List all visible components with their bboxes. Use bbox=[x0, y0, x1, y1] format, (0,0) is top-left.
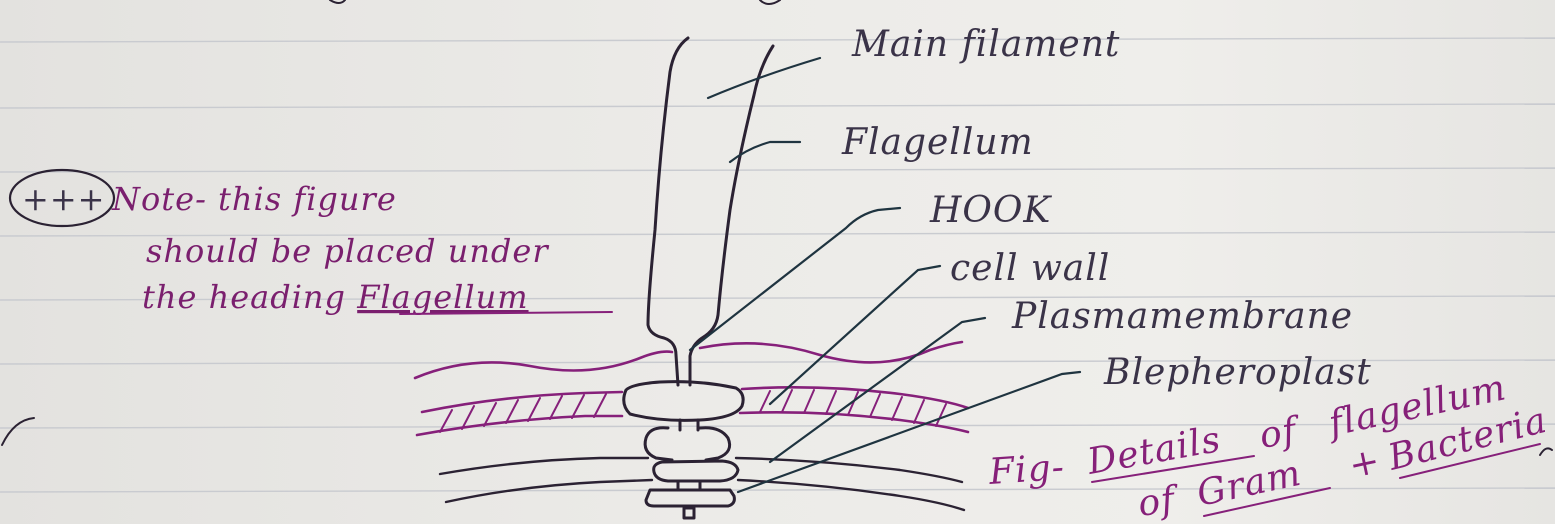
caption-of-1: of bbox=[1256, 409, 1304, 457]
cell-wall-bottom-edge bbox=[417, 412, 968, 435]
cell-wall-band bbox=[417, 387, 968, 435]
stray-mark-top bbox=[330, 0, 780, 4]
plasma-membrane bbox=[440, 458, 964, 510]
label-hook: HOOK bbox=[929, 190, 1052, 231]
basal-upper-ring bbox=[624, 382, 743, 421]
cell-wall-top-edge bbox=[422, 387, 968, 412]
basal-bottom-plate bbox=[646, 490, 734, 506]
caption-of-2: of bbox=[1136, 479, 1183, 524]
label-blepharoplast: Blepheroplast bbox=[1103, 352, 1372, 393]
basal-end-square bbox=[684, 508, 694, 518]
note-line-2: should be placed under bbox=[146, 232, 549, 270]
caption-plus: + bbox=[1345, 440, 1384, 487]
note-line-3: the heading Flagellum bbox=[142, 278, 529, 316]
basal-lower-ring bbox=[654, 461, 738, 481]
basal-knob bbox=[645, 428, 730, 460]
note-line-3-prefix: the heading bbox=[142, 278, 357, 316]
side-note: +++ Note- this figure should be placed u… bbox=[10, 170, 612, 316]
note-marker: +++ bbox=[22, 180, 105, 218]
note-line-1: Note- this figure bbox=[111, 180, 397, 218]
basal-body bbox=[624, 382, 743, 518]
label-cell-wall: cell wall bbox=[950, 248, 1110, 289]
label-plasma-membrane: Plasmamembrane bbox=[1011, 296, 1353, 337]
filament-left-edge bbox=[648, 38, 688, 385]
stray-mark-right bbox=[1540, 448, 1552, 455]
note-heading-flagellum: Flagellum bbox=[356, 278, 528, 316]
caption-prefix: Fig- bbox=[987, 447, 1066, 493]
label-main-filament: Main filament bbox=[851, 24, 1120, 65]
label-flagellum: Flagellum bbox=[841, 122, 1034, 163]
filament-right-edge bbox=[690, 46, 773, 385]
leader-cell-wall bbox=[770, 266, 940, 404]
stray-mark-left bbox=[2, 418, 34, 445]
